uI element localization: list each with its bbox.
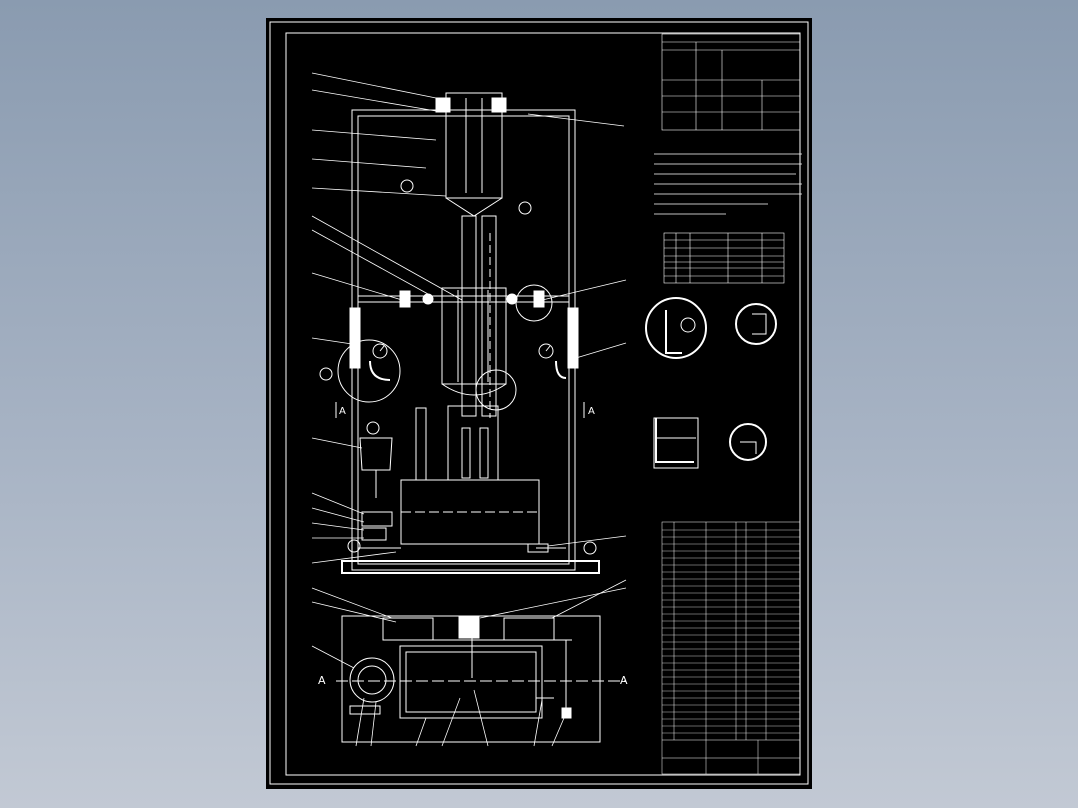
sheet-inner-border: [285, 32, 801, 776]
drawing-sheet: A A A A: [266, 18, 812, 789]
front-view: [311, 72, 627, 574]
section-label-a-front-right: A: [588, 406, 595, 417]
section-label-a-left: A: [318, 674, 326, 687]
parts-table-small: [663, 232, 785, 284]
top-view: [311, 579, 627, 747]
section-label-a-right: A: [620, 674, 628, 687]
pump-circle: [349, 657, 395, 703]
title-block-top: [661, 33, 801, 131]
technical-notes: [654, 153, 802, 215]
funnel: [359, 437, 393, 471]
section-label-a-front-left: A: [339, 406, 346, 417]
detail-views: [645, 297, 777, 469]
middle-vessel: [441, 287, 507, 385]
sheet-outer-border: [269, 21, 809, 785]
parts-list: [661, 521, 801, 775]
upper-tank: [445, 92, 503, 199]
